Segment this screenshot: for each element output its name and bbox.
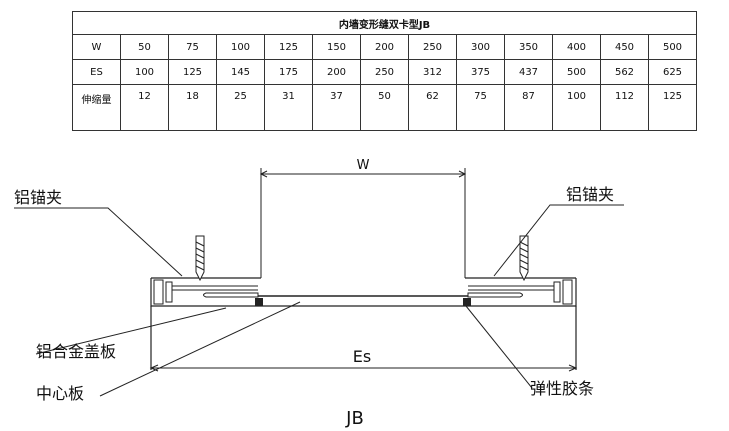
- table-cell: 200: [312, 59, 361, 85]
- label-left-anchor-clip: 铝锚夹: [14, 188, 62, 207]
- label-right-anchor-clip: 铝锚夹: [566, 185, 614, 204]
- left-rubber-strip: [255, 298, 263, 306]
- table-cell: 450: [600, 34, 649, 60]
- table-row-es: ES 100 125 145 175 200 250 312 375 437 5…: [72, 59, 697, 85]
- table-cell: 250: [360, 59, 409, 85]
- table-cell: 100: [120, 59, 169, 85]
- table-cell: 18: [168, 84, 217, 131]
- table-cell: 500: [648, 34, 697, 60]
- leader-lines: [14, 204, 624, 397]
- table-cell: 100: [216, 34, 265, 60]
- base-outline: [150, 277, 577, 370]
- right-anchor-profile: [467, 279, 573, 305]
- table-cell: 12: [120, 84, 169, 131]
- table-row-w: W 50 75 100 125 150 200 250 300 350 400 …: [72, 34, 697, 60]
- table-cell: 125: [648, 84, 697, 131]
- table-cell: 625: [648, 59, 697, 85]
- model-code: JB: [345, 408, 364, 429]
- dim-w-label: W: [357, 158, 370, 173]
- label-center-plate: 中心板: [36, 384, 84, 403]
- table-cell: 175: [264, 59, 313, 85]
- table-cell: 145: [216, 59, 265, 85]
- table-cell: 37: [312, 84, 361, 131]
- dim-es-label: Es: [353, 347, 371, 366]
- table-cell: 125: [168, 59, 217, 85]
- table-cell: 300: [456, 34, 505, 60]
- table-cell: 125: [264, 34, 313, 60]
- right-screw-icon: [519, 235, 529, 282]
- label-elastic-rubber-strip: 弹性胶条: [530, 379, 594, 398]
- right-rubber-strip: [463, 298, 471, 306]
- table-cell: 500: [552, 59, 601, 85]
- table-row-stretch: 伸缩量 12 18 25 31 37 50 62 75 87 100 112 1…: [72, 84, 697, 131]
- table-cell: 62: [408, 84, 457, 131]
- table-cell: 312: [408, 59, 457, 85]
- w-dimension: [259, 168, 467, 278]
- row-label-stretch: 伸缩量: [72, 84, 121, 131]
- label-aluminum-cover-plate: 铝合金盖板: [36, 342, 116, 361]
- left-screw-icon: [195, 235, 205, 282]
- table-cell: 75: [456, 84, 505, 131]
- spec-table: 内墙变形缝双卡型JB W 50 75 100 125 150 200 250 3…: [72, 11, 697, 131]
- left-anchor-profile: [153, 279, 259, 305]
